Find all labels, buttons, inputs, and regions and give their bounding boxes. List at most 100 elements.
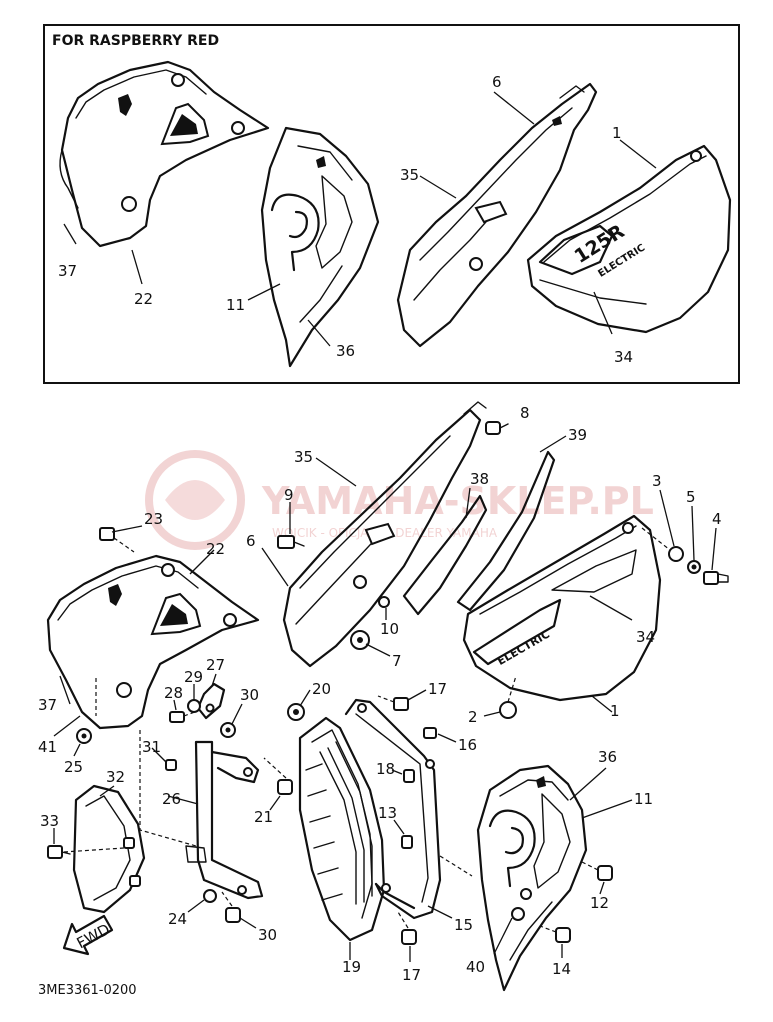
callout-23: 23	[144, 510, 163, 528]
callout-31: 31	[142, 738, 161, 756]
fastener-25	[76, 728, 92, 744]
inset-leader-1	[619, 139, 657, 169]
clip-18	[403, 769, 415, 783]
leader-5	[691, 505, 695, 561]
main-shroud-22	[46, 554, 260, 730]
leader-24	[187, 899, 205, 913]
leader-32	[99, 785, 115, 797]
leader-28	[173, 699, 177, 711]
callout-24: 24	[168, 910, 187, 928]
leader-2	[483, 711, 501, 717]
fastener-8	[485, 421, 509, 435]
inset-leader-36	[307, 319, 331, 347]
callout-19: 19	[342, 958, 361, 976]
leader-31	[151, 747, 167, 763]
fastener-30-lower	[221, 891, 241, 923]
inset-leader-22	[131, 249, 143, 285]
watermark: YAMAHA-SKLEP.PL WOJCIK - OFICJALNY DEALE…	[145, 450, 654, 550]
callout-5: 5	[686, 488, 696, 506]
fastener-28	[169, 709, 201, 723]
callout-inset-36: 36	[336, 342, 355, 360]
callout-29: 29	[184, 668, 203, 686]
callout-inset-11: 11	[226, 296, 245, 314]
callout-32: 32	[106, 768, 125, 786]
callout-9: 9	[284, 486, 294, 504]
main-inner-panel-35	[282, 401, 487, 668]
callout-14: 14	[552, 960, 571, 978]
callout-inset-1: 1	[612, 124, 622, 142]
inset-side-cover-11	[260, 126, 380, 368]
inset-frame	[43, 24, 740, 384]
leader-38	[465, 487, 471, 519]
grille-19	[298, 716, 386, 942]
callout-17-lower: 17	[402, 966, 421, 984]
leader-21	[269, 795, 281, 811]
leader-12	[599, 881, 605, 895]
fastener-17-lower	[397, 911, 417, 945]
leader-22	[189, 549, 215, 575]
callout-6: 6	[246, 532, 256, 550]
fastener-14	[539, 925, 571, 943]
callout-37: 37	[38, 696, 57, 714]
callout-13: 13	[378, 804, 397, 822]
callout-inset-6: 6	[492, 73, 502, 91]
leader-39	[539, 435, 567, 453]
callout-18: 18	[376, 760, 395, 778]
leader-7	[365, 643, 391, 657]
leader-27	[211, 673, 217, 687]
inset-leader-11	[247, 283, 281, 301]
callout-11: 11	[634, 790, 653, 808]
callout-4: 4	[712, 510, 722, 528]
leader-4	[711, 527, 717, 571]
leader-20	[299, 689, 311, 707]
callout-26: 26	[162, 790, 181, 808]
callout-41: 41	[38, 738, 57, 756]
leader-16	[437, 733, 457, 743]
inset-125r-decal-icon: 125R ELECTRIC	[538, 220, 647, 280]
callout-28: 28	[164, 684, 183, 702]
callout-22: 22	[206, 540, 225, 558]
main-logo-graphic-icon	[488, 809, 536, 888]
callout-34: 34	[636, 628, 655, 646]
leader-15	[427, 905, 453, 919]
inset-leader-6	[493, 91, 535, 125]
leader-23	[111, 525, 143, 533]
fwd-label: FWD	[74, 920, 113, 952]
frame-15	[344, 698, 473, 920]
inset-shroud-22	[59, 60, 270, 248]
leader-25	[73, 743, 81, 757]
callout-40: 40	[466, 958, 485, 976]
callout-33: 33	[40, 812, 59, 830]
callout-30-lower: 30	[258, 926, 277, 944]
callout-3: 3	[652, 472, 662, 490]
fastener-10	[378, 596, 390, 608]
clip-31	[165, 759, 177, 771]
fastener-21	[263, 757, 293, 795]
fastener-23	[99, 527, 135, 553]
fastener-9	[277, 535, 305, 549]
leader-36	[569, 767, 607, 801]
leader-30-upper	[231, 703, 243, 725]
leader-3	[659, 489, 675, 547]
callout-30-upper: 30	[240, 686, 259, 704]
clip-16	[423, 727, 437, 739]
fastener-33	[47, 845, 71, 859]
callout-38: 38	[470, 470, 489, 488]
leader-37	[59, 675, 71, 705]
callout-labels: 6 1 35 37 22 11 36 34 8 39 35 38 3 5 4 9…	[38, 73, 722, 984]
callout-15: 15	[454, 916, 473, 934]
callout-27: 27	[206, 656, 225, 674]
dash-line-3	[641, 527, 671, 551]
leader-11	[581, 799, 633, 819]
fastener-17-upper	[377, 695, 409, 711]
fastener-30-upper	[220, 722, 236, 738]
callout-16: 16	[458, 736, 477, 754]
leader-6	[261, 547, 289, 587]
fastener-7	[350, 630, 370, 650]
clip-13	[401, 835, 413, 849]
callout-inset-37: 37	[58, 262, 77, 280]
bracket-27	[196, 682, 226, 720]
callout-8: 8	[520, 404, 530, 422]
